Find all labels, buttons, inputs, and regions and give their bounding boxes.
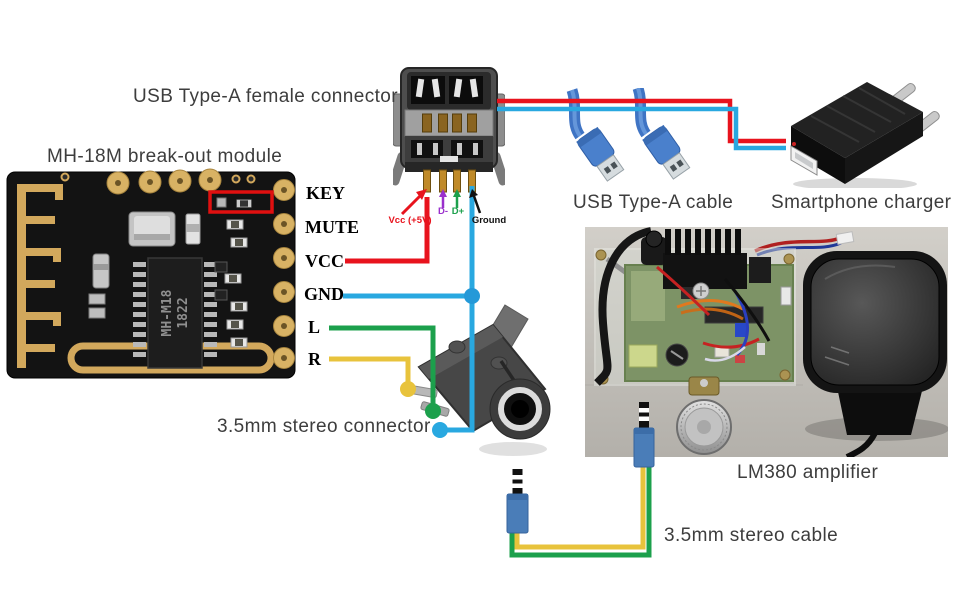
stereo-plug-left (506, 469, 529, 534)
pin-label-r: R (308, 349, 321, 369)
speaker-cable (845, 431, 878, 457)
stereo-cable-left-wire (509, 465, 652, 558)
usb-contacts (422, 113, 477, 133)
stereo-connector-label: 3.5mm stereo connector (217, 416, 431, 437)
breakout-module-photo: MH-M18 1822 (6, 168, 296, 379)
stereo-jack-photo (402, 304, 551, 456)
volume-knob (676, 399, 732, 455)
antenna-trace (17, 184, 63, 368)
pin-label-key: KEY (306, 183, 346, 203)
chip-marking-line1: MH-M18 (160, 289, 175, 336)
chip-marking-line2: 1822 (176, 297, 191, 328)
dplus-pin-label: D+ (452, 206, 465, 217)
pin-label-l: L (308, 317, 321, 337)
smartphone-charger-photo (790, 82, 940, 188)
pin-label-mute: MUTE (305, 217, 359, 237)
usb-pins (423, 169, 476, 193)
amplifier-label: LM380 amplifier (737, 462, 879, 483)
breakout-module-label: MH-18M break-out module (47, 146, 283, 167)
smd-components (214, 219, 248, 348)
gnd-junction-dot (464, 288, 480, 304)
speaker-base (837, 387, 923, 435)
pin-label-vcc: VCC (305, 251, 344, 271)
smartphone-charger-label: Smartphone charger (771, 192, 952, 213)
crystal-oscillator (128, 211, 176, 247)
stereo-cable-label: 3.5mm stereo cable (664, 525, 839, 546)
usb-cable-photo (566, 88, 691, 182)
bluetooth-chip: MH-M18 1822 (133, 257, 217, 369)
amplifier-photo (585, 227, 948, 457)
pin-label-gnd: GND (304, 284, 344, 304)
mounting-holes (60, 168, 256, 195)
stereo-cable-right-wire (514, 465, 646, 550)
usb-cable-label: USB Type-A cable (573, 192, 734, 213)
ground-pin-label: Ground (472, 215, 506, 226)
side-pads (273, 179, 295, 369)
vcc-pin-label: Vcc (+5V) (388, 215, 431, 226)
dminus-pin-label: D- (438, 206, 448, 217)
usb-female-connector-illustration (393, 67, 505, 193)
usb-female-connector-label: USB Type-A female connector (133, 86, 398, 107)
key-highlight-box (208, 190, 274, 214)
